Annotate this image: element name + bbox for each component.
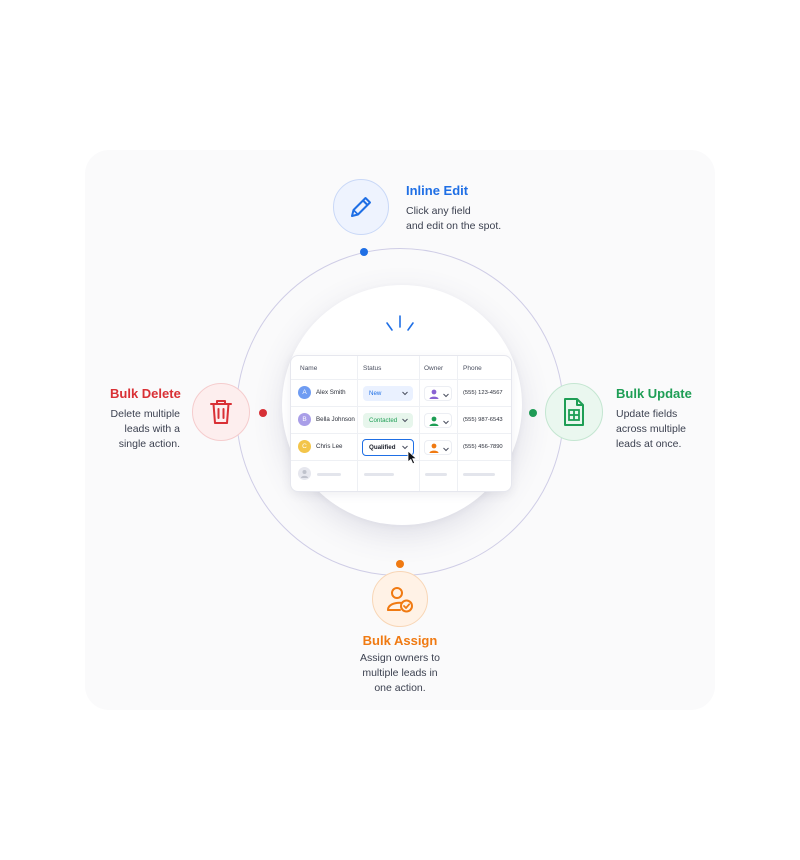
description-line: multiple leads in <box>362 667 438 679</box>
chevron-down-icon <box>402 418 408 423</box>
description-line: across multiple <box>616 423 687 435</box>
status-dropdown[interactable]: Contacted <box>363 413 413 428</box>
status-dropdown-active[interactable]: Qualified <box>362 439 414 456</box>
lead-name: Alex Smith <box>316 389 346 396</box>
bulk-delete-description: Delete multiple leads with a single acti… <box>100 407 180 452</box>
inline-edit-badge <box>333 179 389 235</box>
column-separator <box>457 356 458 491</box>
status-value: Contacted <box>369 417 398 424</box>
inline-edit-description: Click any field and edit on the spot. <box>406 204 501 234</box>
user-icon <box>429 443 439 453</box>
bulk-update-badge <box>545 383 603 441</box>
bulk-update-title: Bulk Update <box>616 386 692 401</box>
trash-icon <box>210 400 232 424</box>
skeleton-bar <box>463 473 495 476</box>
lead-phone: (555) 456-7890 <box>463 444 503 450</box>
avatar: C <box>298 440 311 453</box>
lead-name: Chris Lee <box>316 443 343 450</box>
mouse-cursor-icon <box>407 450 418 465</box>
lead-phone: (555) 123-4567 <box>463 390 503 396</box>
owner-dropdown[interactable] <box>424 440 452 455</box>
chevron-down-icon <box>402 445 408 450</box>
status-dropdown[interactable]: New <box>363 386 413 401</box>
bulk-delete-badge <box>192 383 250 441</box>
description-line: single action. <box>118 438 180 450</box>
user-icon <box>429 416 439 426</box>
bulk-delete-connector-dot <box>259 409 267 417</box>
inline-edit-title: Inline Edit <box>406 183 469 198</box>
placeholder-row <box>291 460 511 487</box>
header-owner: Owner <box>424 365 444 372</box>
skeleton-bar <box>425 473 447 476</box>
column-separator <box>419 356 420 491</box>
bulk-assign-badge <box>372 571 428 627</box>
owner-dropdown[interactable] <box>424 413 452 428</box>
avatar: A <box>298 386 311 399</box>
description-line: Update fields <box>616 408 678 420</box>
bulk-delete-title: Bulk Delete <box>110 386 181 401</box>
owner-dropdown[interactable] <box>424 386 452 401</box>
header-status: Status <box>363 365 382 372</box>
chevron-down-icon <box>443 447 449 452</box>
bulk-assign-description: Assign owners to multiple leads in one a… <box>340 651 460 696</box>
description-line: Click any field <box>406 205 471 217</box>
user-icon <box>429 389 439 399</box>
pencil-icon <box>351 197 371 217</box>
leads-table: Name Status Owner Phone A Alex Smith New… <box>290 355 512 492</box>
lead-name: Bella Johnson <box>316 416 355 423</box>
chevron-down-icon <box>402 391 408 396</box>
user-check-icon <box>387 587 413 613</box>
bulk-assign-connector-dot <box>396 560 404 568</box>
description-line: and edit on the spot. <box>406 220 502 232</box>
header-phone: Phone <box>463 365 482 372</box>
table-row[interactable]: C Chris Lee Qualified (555) 456-7890 <box>291 433 511 460</box>
bulk-assign-title: Bulk Assign <box>362 633 438 648</box>
description-line: Assign owners to <box>360 652 440 664</box>
chevron-down-icon <box>443 393 449 398</box>
chevron-down-icon <box>443 420 449 425</box>
skeleton-bar <box>364 473 394 476</box>
table-row[interactable]: A Alex Smith New (555) 123-4567 <box>291 379 511 406</box>
avatar: B <box>298 413 311 426</box>
status-value: New <box>369 390 382 397</box>
description-line: one action. <box>374 682 426 694</box>
table-row[interactable]: B Bella Johnson Contacted (555) 987-6543 <box>291 406 511 433</box>
column-separator <box>357 356 358 491</box>
lead-phone: (555) 987-6543 <box>463 417 503 423</box>
bulk-update-connector-dot <box>529 409 537 417</box>
description-line: leads with a <box>124 423 180 435</box>
header-name: Name <box>300 365 318 372</box>
avatar-placeholder <box>298 467 311 480</box>
description-line: leads at once. <box>616 438 682 450</box>
inline-edit-connector-dot <box>360 248 368 256</box>
status-value: Qualified <box>369 444 396 451</box>
skeleton-bar <box>317 473 341 476</box>
description-line: Delete multiple <box>110 408 180 420</box>
spreadsheet-icon <box>564 398 584 426</box>
sparkle-icon <box>386 315 414 331</box>
user-icon <box>301 470 308 478</box>
bulk-update-description: Update fields across multiple leads at o… <box>616 407 686 452</box>
